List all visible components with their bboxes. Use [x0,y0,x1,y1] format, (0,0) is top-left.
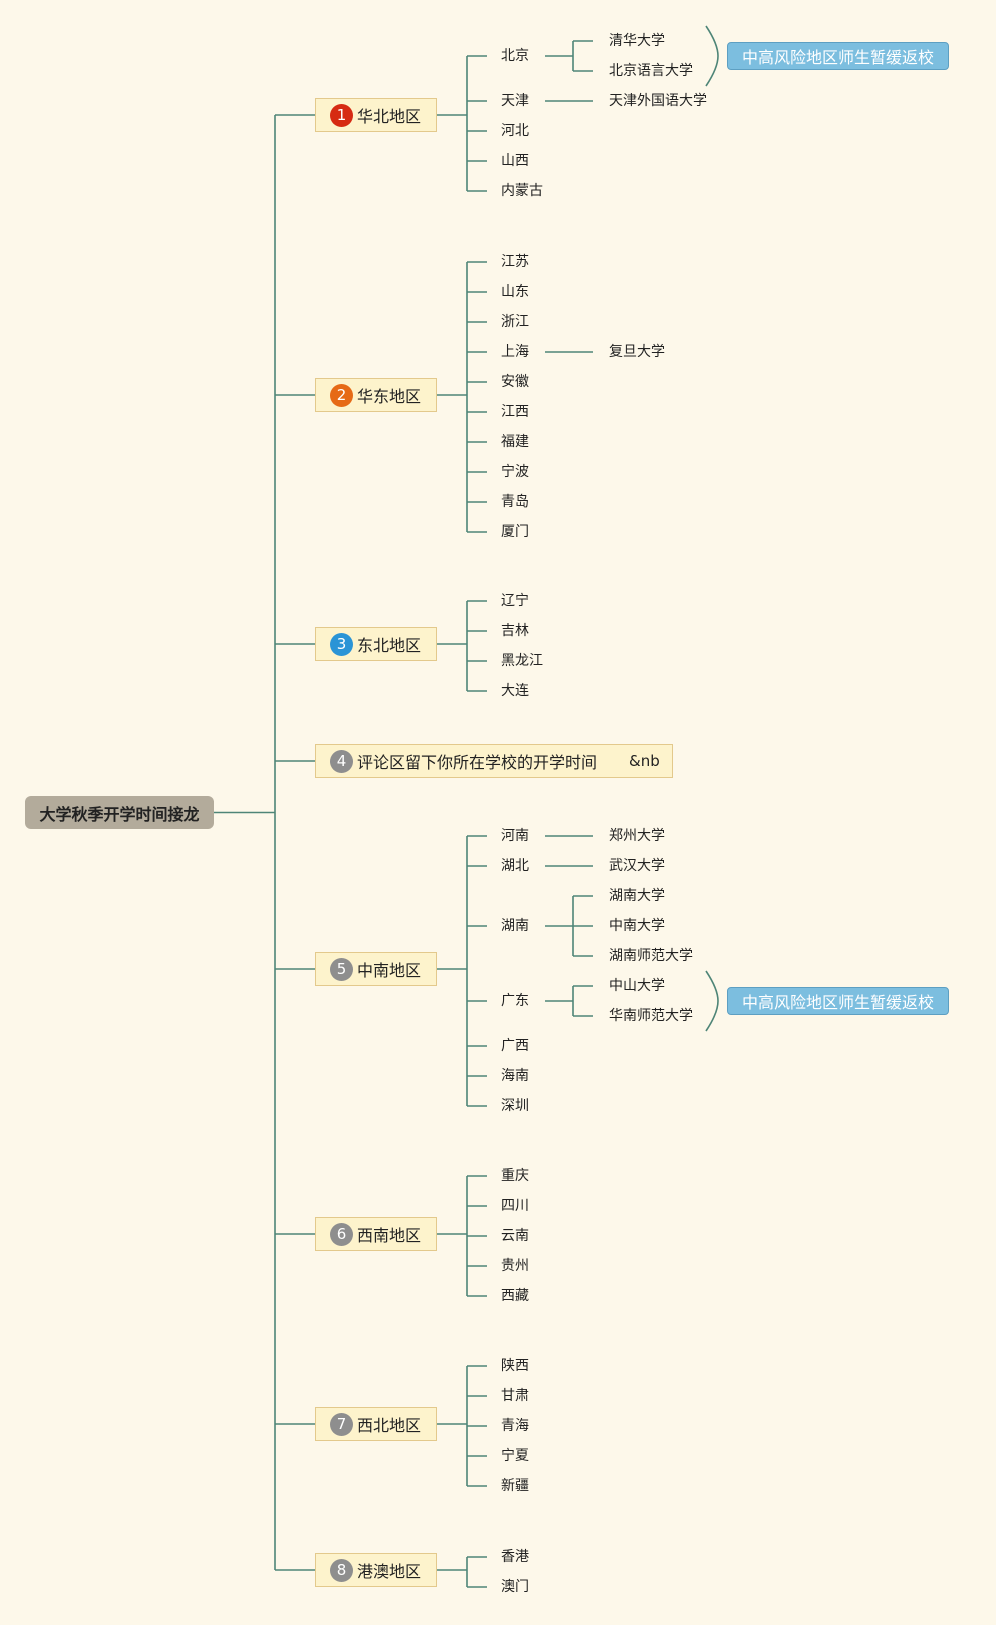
school-node[interactable]: 中山大学 [609,978,665,994]
summary-note[interactable]: 中高风险地区师生暂缓返校 [727,987,949,1015]
summary-brace [705,970,719,1032]
province-浙江[interactable]: 浙江 [501,314,529,330]
province-上海[interactable]: 上海 [501,344,529,360]
province-黑龙江[interactable]: 黑龙江 [501,653,543,669]
number-badge-icon: 3 [330,632,353,656]
province-广西[interactable]: 广西 [501,1038,529,1054]
province-深圳[interactable]: 深圳 [501,1098,529,1114]
root-label: 大学秋季开学时间接龙 [39,804,200,824]
province-新疆[interactable]: 新疆 [501,1478,529,1494]
province-大连[interactable]: 大连 [501,683,529,699]
number-badge-icon: 8 [330,1558,353,1582]
number-badge-icon: 7 [330,1412,353,1436]
school-node[interactable]: 中南大学 [609,918,665,934]
region-extra-text: &nb [629,752,660,770]
school-node[interactable]: 武汉大学 [609,858,665,874]
province-安徽[interactable]: 安徽 [501,374,529,390]
province-宁夏[interactable]: 宁夏 [501,1448,529,1464]
province-云南[interactable]: 云南 [501,1228,529,1244]
province-重庆[interactable]: 重庆 [501,1168,529,1184]
province-陕西[interactable]: 陕西 [501,1358,529,1374]
province-河北[interactable]: 河北 [501,123,529,139]
province-天津[interactable]: 天津 [501,93,529,109]
province-湖北[interactable]: 湖北 [501,858,529,874]
school-node[interactable]: 清华大学 [609,33,665,49]
school-node[interactable]: 湖南大学 [609,888,665,904]
province-广东[interactable]: 广东 [501,993,529,1009]
number-badge-icon: 5 [330,957,353,981]
number-badge-icon: 4 [330,749,353,773]
province-海南[interactable]: 海南 [501,1068,529,1084]
number-badge-icon: 6 [330,1222,353,1246]
province-河南[interactable]: 河南 [501,828,529,844]
province-香港[interactable]: 香港 [501,1549,529,1565]
region-label: 华东地区 [357,387,422,406]
province-湖南[interactable]: 湖南 [501,918,529,934]
province-甘肃[interactable]: 甘肃 [501,1388,529,1404]
province-西藏[interactable]: 西藏 [501,1288,529,1304]
province-贵州[interactable]: 贵州 [501,1258,529,1274]
province-江西[interactable]: 江西 [501,404,529,420]
region-label: 华北地区 [357,107,422,126]
summary-note[interactable]: 中高风险地区师生暂缓返校 [727,42,949,70]
root-node[interactable]: 大学秋季开学时间接龙 [25,796,214,829]
province-四川[interactable]: 四川 [501,1198,529,1214]
number-badge-icon: 1 [330,103,353,127]
province-青岛[interactable]: 青岛 [501,494,529,510]
region-label: 东北地区 [357,636,422,655]
province-厦门[interactable]: 厦门 [501,524,529,540]
province-北京[interactable]: 北京 [501,48,529,64]
region-label: 中南地区 [357,961,422,980]
school-node[interactable]: 郑州大学 [609,828,665,844]
province-宁波[interactable]: 宁波 [501,464,529,480]
province-澳门[interactable]: 澳门 [501,1579,529,1595]
province-山东[interactable]: 山东 [501,284,529,300]
region-label: 西北地区 [357,1416,422,1435]
region-label: 港澳地区 [357,1562,422,1581]
region-label: 西南地区 [357,1226,422,1245]
province-福建[interactable]: 福建 [501,434,529,450]
summary-brace [705,25,719,87]
region-label: 评论区留下你所在学校的开学时间 [357,753,598,772]
school-node[interactable]: 复旦大学 [609,344,665,360]
school-node[interactable]: 北京语言大学 [609,63,693,79]
province-江苏[interactable]: 江苏 [501,254,529,270]
school-node[interactable]: 天津外国语大学 [609,93,707,109]
province-山西[interactable]: 山西 [501,153,529,169]
province-内蒙古[interactable]: 内蒙古 [501,183,543,199]
school-node[interactable]: 湖南师范大学 [609,948,693,964]
province-青海[interactable]: 青海 [501,1418,529,1434]
province-吉林[interactable]: 吉林 [501,623,529,639]
province-辽宁[interactable]: 辽宁 [501,593,529,609]
school-node[interactable]: 华南师范大学 [609,1008,693,1024]
number-badge-icon: 2 [330,383,353,407]
